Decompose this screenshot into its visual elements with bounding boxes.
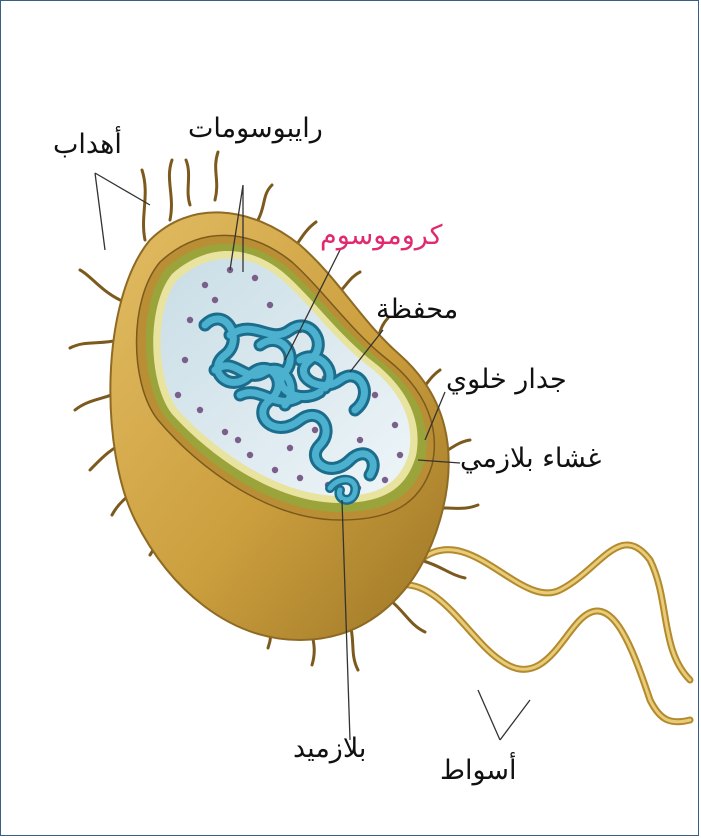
label-pili: أهداب — [53, 131, 122, 158]
label-capsule: محفظة — [376, 296, 458, 323]
label-cell-wall: جدار خلوي — [446, 366, 567, 393]
label-ribosomes: رايبوسومات — [188, 115, 323, 142]
label-plasma-membrane: غشاء بلازمي — [460, 445, 601, 472]
leader-pili — [95, 173, 150, 250]
label-chromosome: كروموسوم — [320, 222, 443, 249]
label-plasmid: بلازميد — [293, 735, 366, 762]
flagellum — [400, 545, 690, 722]
leader-flagella — [478, 690, 530, 740]
label-flagella: أسواط — [440, 757, 517, 784]
